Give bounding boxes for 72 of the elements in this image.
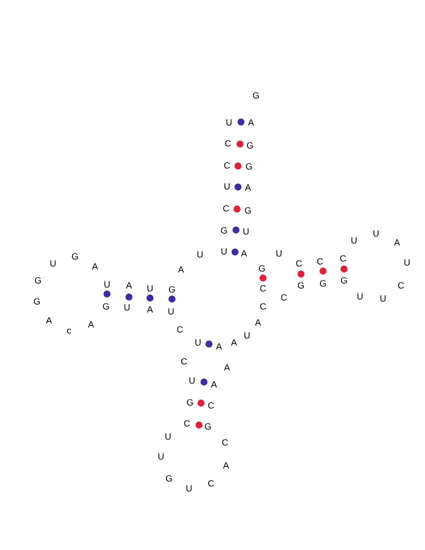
base-letter: U bbox=[146, 284, 154, 294]
base-letter: U bbox=[194, 338, 202, 348]
base-letter: U bbox=[242, 228, 250, 236]
base-letter: U bbox=[158, 452, 164, 462]
base-letter: A bbox=[92, 262, 98, 272]
base-letter: G bbox=[186, 398, 194, 408]
base-letter: C bbox=[316, 258, 324, 266]
base-letter: C bbox=[180, 358, 188, 366]
base-letter: U bbox=[104, 280, 110, 290]
base-letter: U bbox=[186, 484, 192, 494]
base-letter: U bbox=[244, 332, 250, 340]
base-letter: G bbox=[166, 474, 172, 484]
base-letter: U bbox=[164, 432, 172, 442]
base-letter: G bbox=[246, 142, 254, 150]
base-letter: U bbox=[350, 236, 358, 246]
base-letter: A bbox=[46, 316, 52, 326]
base-letter: A bbox=[255, 318, 261, 328]
base-letter: A bbox=[248, 118, 254, 128]
base-letter: C bbox=[224, 140, 232, 148]
base-letter: G bbox=[102, 302, 110, 312]
base-letter: C bbox=[176, 326, 184, 334]
base-letter: G bbox=[168, 286, 176, 294]
base-letter: A bbox=[394, 238, 400, 248]
base-letter: G bbox=[298, 282, 304, 290]
base-letter: G bbox=[246, 162, 252, 172]
base-letter: U bbox=[404, 258, 410, 268]
base-letter: U bbox=[224, 182, 230, 192]
base-letter: G bbox=[340, 276, 348, 286]
base-letter: C bbox=[208, 480, 214, 488]
base-letter: U bbox=[196, 250, 204, 260]
base-letter: U bbox=[372, 230, 380, 238]
base-letter: C bbox=[260, 284, 266, 294]
base-letter: C bbox=[222, 204, 230, 214]
base-letter: A bbox=[241, 250, 247, 258]
base-letter: A bbox=[147, 306, 153, 314]
base-letter: C bbox=[340, 254, 346, 264]
base-letter: U bbox=[124, 304, 130, 312]
base-letter: C bbox=[296, 260, 302, 268]
base-letter: A bbox=[88, 320, 94, 330]
base-letter: G bbox=[72, 252, 78, 262]
base-letter: U bbox=[168, 308, 174, 316]
base-letter: G bbox=[258, 264, 266, 274]
base-letter: C bbox=[222, 438, 228, 448]
base-letter: A bbox=[231, 338, 237, 348]
base-letter: G bbox=[204, 422, 212, 432]
base-letter: A bbox=[216, 342, 222, 352]
base-letter: G bbox=[244, 206, 252, 216]
base-letter: G bbox=[34, 276, 42, 286]
base-letter: C bbox=[398, 282, 404, 290]
base-letter: U bbox=[356, 292, 364, 302]
base-letter: C bbox=[280, 294, 288, 302]
base-letter: A bbox=[126, 282, 132, 290]
base-letter: G bbox=[252, 92, 260, 100]
base-letter: C bbox=[260, 302, 266, 312]
base-letter: c bbox=[66, 326, 72, 336]
base-letter: A bbox=[245, 184, 251, 192]
base-letter: G bbox=[34, 298, 40, 306]
base-letter: C bbox=[208, 402, 214, 410]
base-letter: C bbox=[184, 420, 190, 428]
base-letter: A bbox=[223, 462, 229, 470]
base-letter: G bbox=[320, 280, 326, 288]
base-letter: U bbox=[220, 248, 228, 256]
base-letter: U bbox=[188, 376, 196, 386]
base-letter: U bbox=[226, 118, 232, 128]
base-letter: A bbox=[224, 364, 230, 372]
base-letter: G bbox=[220, 226, 228, 236]
base-letter: U bbox=[50, 260, 56, 268]
base-letter: C bbox=[224, 162, 230, 170]
base-letter: U bbox=[276, 250, 282, 258]
base-letter: A bbox=[211, 380, 217, 390]
base-letter: U bbox=[380, 294, 386, 304]
base-letter: A bbox=[178, 266, 184, 274]
